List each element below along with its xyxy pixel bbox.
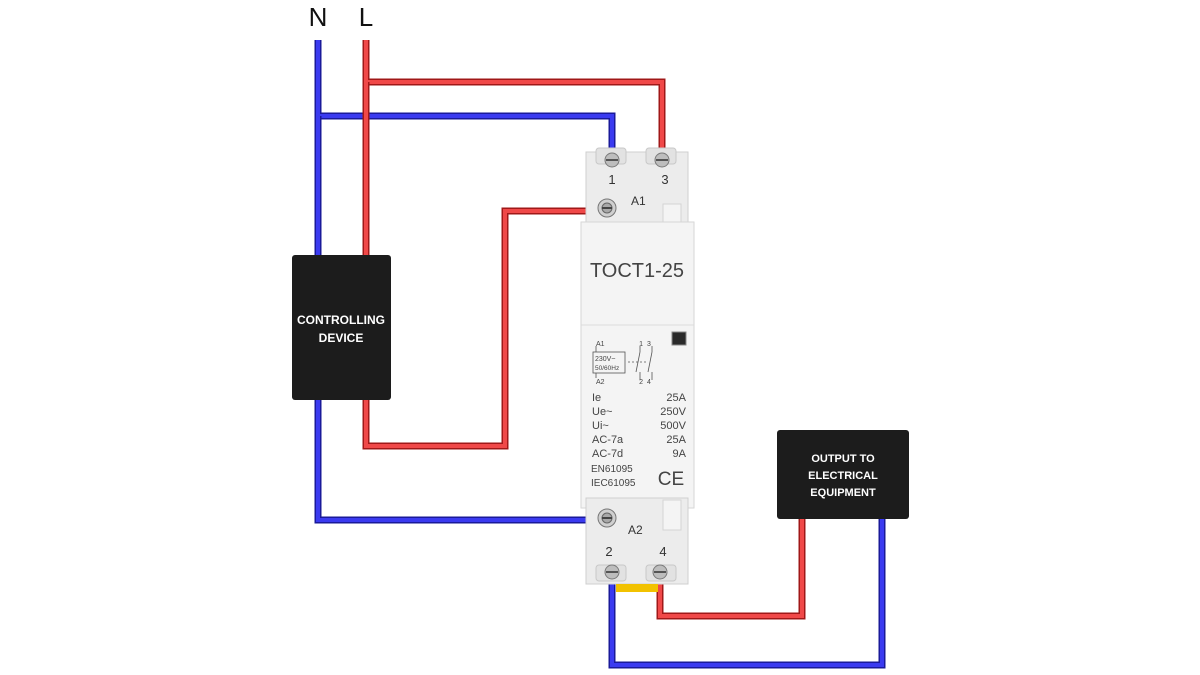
- schematic-a1: A1: [596, 341, 605, 348]
- live-wire-to-terminal-3: [362, 40, 666, 158]
- output-box-line1: OUTPUT TO: [811, 453, 875, 465]
- live-wire-to-a1: [362, 82, 607, 450]
- status-window: [671, 331, 687, 346]
- spec-name: AC-7d: [592, 448, 623, 460]
- terminal-4-label: 4: [659, 544, 666, 559]
- spec-name: Ue~: [592, 406, 613, 418]
- neutral-wires: [314, 40, 886, 669]
- terminal-3-label: 3: [661, 172, 668, 187]
- output-equipment-box: OUTPUT TO ELECTRICAL EQUIPMENT: [777, 430, 909, 519]
- neutral-wire-to-terminal-1: [314, 40, 616, 158]
- model-name: TOCT1-25: [590, 260, 684, 282]
- controlling-device-line1: CONTROLLING: [297, 313, 385, 327]
- wiring-schematic: [592, 346, 653, 380]
- spec-value: 500V: [660, 420, 686, 432]
- ce-mark: CE: [658, 469, 684, 490]
- schematic-coil-frequency: 50/60Hz: [595, 365, 619, 372]
- output-box-line2: ELECTRICAL: [808, 470, 878, 482]
- schematic-bottom-numbers: 2 4: [639, 379, 651, 386]
- terminal-screw-4: [652, 564, 668, 580]
- schematic-coil-voltage: 230V~: [595, 356, 615, 363]
- live-label: L: [359, 2, 373, 32]
- standard-en: EN61095: [591, 464, 633, 475]
- standard-iec: IEC61095: [591, 478, 636, 489]
- contactor: 1 3 A1 A2 2 4 TOCT1-25 A1 A2 230V~ 50/60…: [580, 147, 695, 592]
- terminal-2-label: 2: [605, 544, 612, 559]
- neutral-label: N: [309, 2, 328, 32]
- spec-name: AC-7a: [592, 434, 624, 446]
- spec-name: Ie: [592, 392, 601, 404]
- spec-value: 25A: [666, 434, 686, 446]
- controlling-device-line2: DEVICE: [319, 331, 364, 345]
- terminal-1-label: 1: [608, 172, 615, 187]
- terminal-a1-label: A1: [631, 194, 646, 208]
- terminal-screw-3: [654, 152, 670, 168]
- terminal-screw-a2: [597, 508, 617, 528]
- spec-value: 9A: [673, 448, 687, 460]
- schematic-top-numbers: 1 3: [639, 341, 651, 348]
- spec-value: 250V: [660, 406, 686, 418]
- schematic-a2: A2: [596, 379, 605, 386]
- terminal-screw-1: [604, 152, 620, 168]
- spec-table: Ie 25A Ue~ 250V Ui~ 500V AC-7a 25A AC-7d…: [592, 392, 687, 460]
- terminal-screw-2: [604, 564, 620, 580]
- din-clip: [616, 584, 658, 592]
- terminal-a2-label: A2: [628, 523, 643, 537]
- spec-value: 25A: [666, 392, 686, 404]
- controlling-device-box: CONTROLLING DEVICE: [292, 255, 391, 400]
- output-box-line3: EQUIPMENT: [810, 487, 876, 499]
- spec-name: Ui~: [592, 420, 609, 432]
- terminal-screw-a1: [597, 198, 617, 218]
